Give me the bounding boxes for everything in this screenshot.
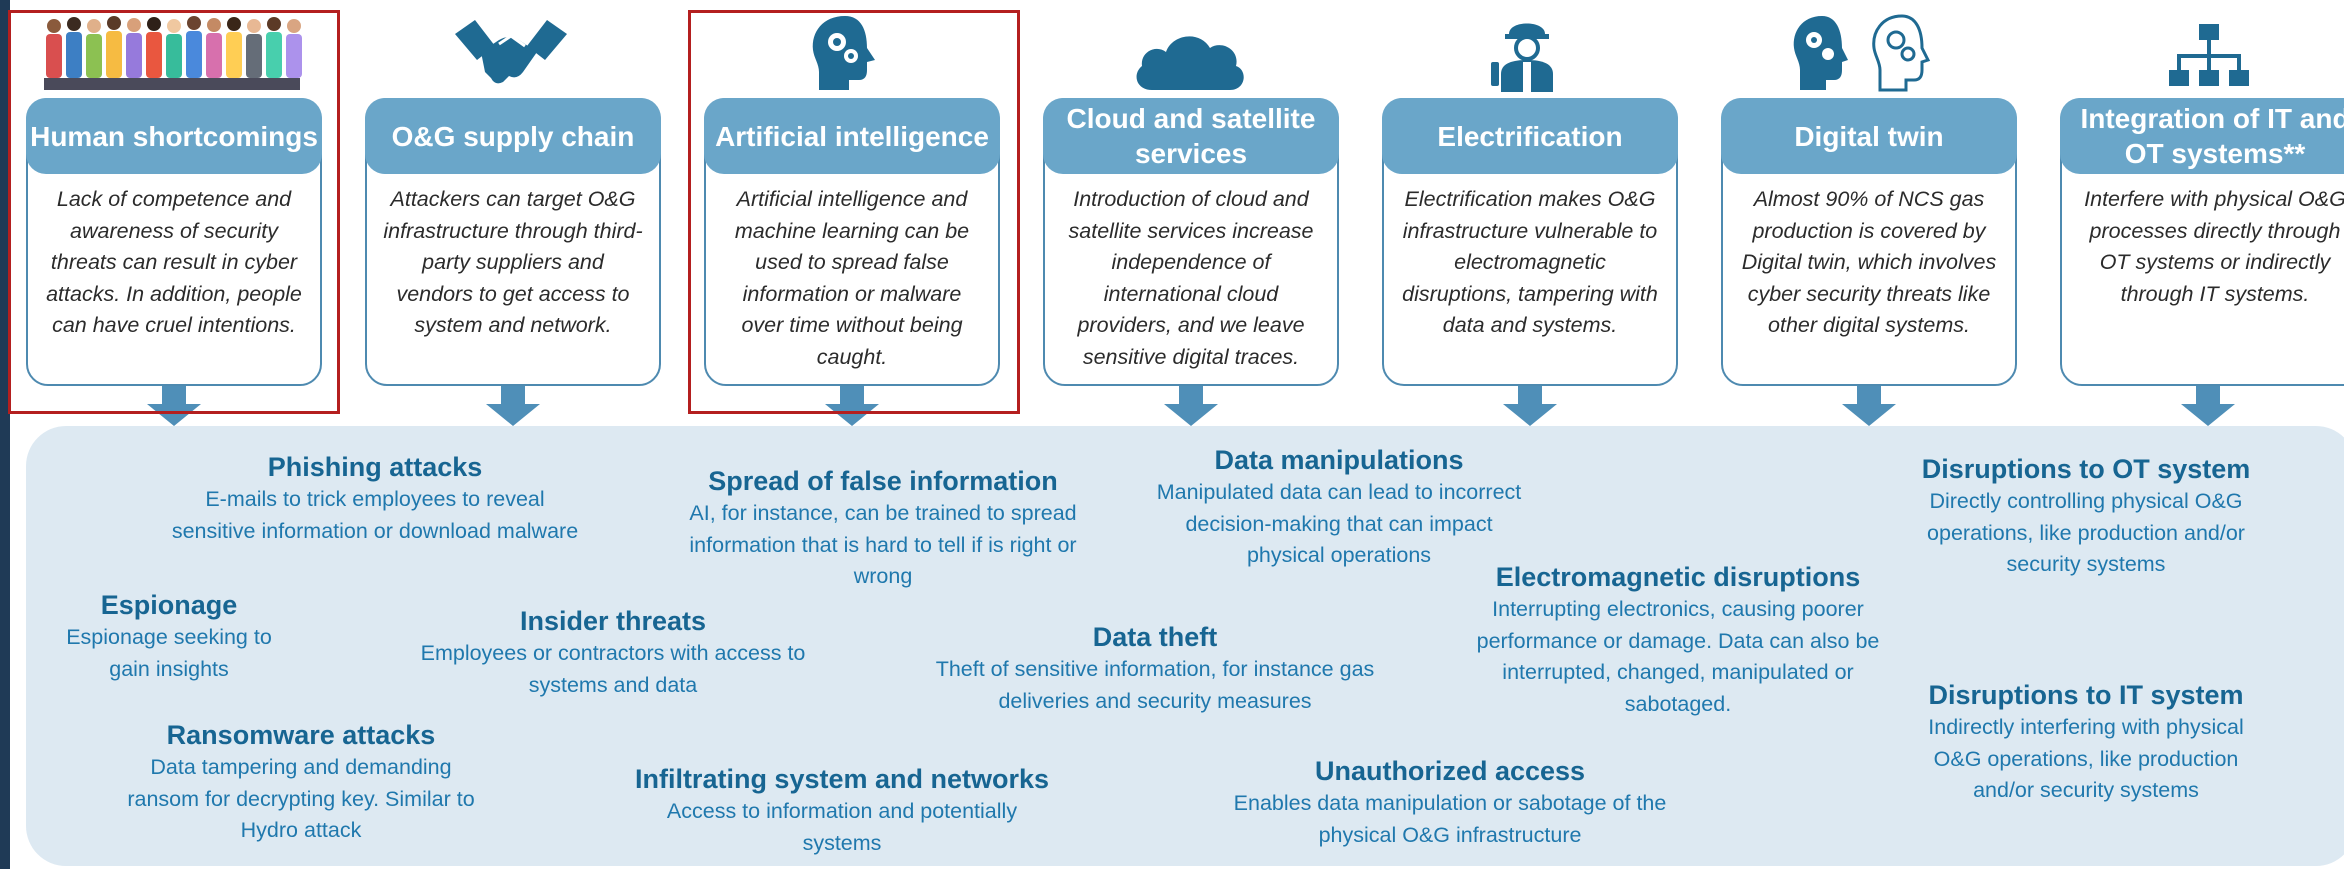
- card-title: O&G supply chain: [365, 98, 661, 174]
- card-title: Integration of IT and OT systems**: [2060, 98, 2344, 174]
- threat-data-manipulations: Data manipulations Manipulated data can …: [1124, 443, 1554, 572]
- threat-title: Data theft: [1092, 622, 1218, 652]
- threat-title: Disruptions to OT system: [1921, 454, 2251, 484]
- down-arrow-icon: [1842, 386, 1896, 426]
- twin-heads-icon: [1786, 12, 1946, 94]
- threat-it-disruptions: Disruptions to IT system Indirectly inte…: [1896, 678, 2276, 807]
- threat-description: Access to information and potentially sy…: [666, 799, 1018, 855]
- card-title: Human shortcomings: [26, 98, 322, 174]
- card-it-ot-integration: Integration of IT and OT systems** Inter…: [2060, 98, 2344, 386]
- card-title: Electrification: [1382, 98, 1678, 174]
- threat-title: Data manipulations: [1214, 445, 1464, 475]
- card-description: Attackers can target O&G infrastructure …: [383, 187, 643, 337]
- threat-description: Enables data manipulation or sabotage of…: [1233, 791, 1667, 847]
- handshake-icon: [446, 12, 576, 94]
- down-arrow-icon: [825, 386, 879, 426]
- threat-description: Indirectly interfering with physical O&G…: [1928, 715, 2244, 802]
- brain-gears-icon: [790, 12, 900, 94]
- threat-description: Directly controlling physical O&G operat…: [1927, 489, 2245, 576]
- electrician-icon: [1482, 12, 1572, 94]
- threat-title: Insider threats: [519, 606, 707, 636]
- threat-data-theft: Data theft Theft of sensitive informatio…: [920, 620, 1390, 717]
- card-electrification: Electrification Electrification makes O&…: [1382, 98, 1678, 386]
- card-description: Almost 90% of NCS gas production is cove…: [1741, 187, 1997, 337]
- cloud-icon: [1130, 12, 1250, 94]
- threats-panel: [26, 426, 2344, 866]
- down-arrow-icon: [1503, 386, 1557, 426]
- down-arrow-icon: [2181, 386, 2235, 426]
- threat-title: Phishing attacks: [267, 452, 483, 482]
- threat-insider: Insider threats Employees or contractors…: [390, 604, 836, 701]
- threat-title: Electromagnetic disruptions: [1495, 562, 1861, 592]
- threat-title: Unauthorized access: [1314, 756, 1586, 786]
- people-crowd-icon: [36, 12, 306, 94]
- card-description: Artificial intelligence and machine lear…: [734, 187, 970, 369]
- card-supply-chain: O&G supply chain Attackers can target O&…: [365, 98, 661, 386]
- threat-description: Manipulated data can lead to incorrect d…: [1156, 480, 1522, 567]
- card-artificial-intelligence: Artificial intelligence Artificial intel…: [704, 98, 1000, 386]
- threat-espionage: Espionage Espionage seeking to gain insi…: [48, 588, 290, 685]
- card-description: Electrification makes O&G infrastructure…: [1402, 187, 1658, 337]
- card-cloud-satellite: Cloud and satellite services Introductio…: [1043, 98, 1339, 386]
- card-description: Introduction of cloud and satellite serv…: [1068, 187, 1314, 369]
- threat-description: Data tampering and demanding ransom for …: [127, 755, 475, 842]
- card-human-shortcomings: Human shortcomings Lack of competence an…: [26, 98, 322, 386]
- threat-title: Spread of false information: [708, 466, 1058, 496]
- org-chart-icon: [2164, 12, 2254, 94]
- left-edge-bar: [0, 0, 10, 869]
- card-description: Interfere with physical O&G processes di…: [2084, 187, 2344, 306]
- threat-ransomware: Ransomware attacks Data tampering and de…: [112, 718, 490, 847]
- threat-title: Infiltrating system and networks: [634, 764, 1050, 794]
- card-title: Digital twin: [1721, 98, 2017, 174]
- threat-title: Ransomware attacks: [166, 720, 436, 750]
- threat-description: Employees or contractors with access to …: [420, 641, 806, 697]
- card-title: Cloud and satellite services: [1043, 98, 1339, 174]
- threat-description: Interrupting electronics, causing poorer…: [1476, 597, 1880, 716]
- threat-false-information: Spread of false information AI, for inst…: [680, 464, 1086, 593]
- card-title: Artificial intelligence: [704, 98, 1000, 174]
- card-description: Lack of competence and awareness of secu…: [46, 187, 302, 337]
- down-arrow-icon: [147, 386, 201, 426]
- down-arrow-icon: [486, 386, 540, 426]
- threat-ot-disruptions: Disruptions to OT system Directly contro…: [1896, 452, 2276, 581]
- threat-title: Espionage: [100, 590, 238, 620]
- threat-description: AI, for instance, can be trained to spre…: [689, 501, 1077, 588]
- threat-unauthorized-access: Unauthorized access Enables data manipul…: [1210, 754, 1690, 851]
- down-arrow-icon: [1164, 386, 1218, 426]
- card-digital-twin: Digital twin Almost 90% of NCS gas produ…: [1721, 98, 2017, 386]
- threat-description: E-mails to trick employees to reveal sen…: [171, 487, 579, 543]
- threat-title: Disruptions to IT system: [1928, 680, 2244, 710]
- highlight-box: [688, 10, 1020, 414]
- threat-electromagnetic: Electromagnetic disruptions Interrupting…: [1468, 560, 1888, 720]
- highlight-box: [8, 10, 340, 414]
- threat-description: Espionage seeking to gain insights: [66, 625, 272, 681]
- threat-phishing: Phishing attacks E-mails to trick employ…: [160, 450, 590, 547]
- threat-description: Theft of sensitive information, for inst…: [935, 657, 1375, 713]
- threat-infiltrating: Infiltrating system and networks Access …: [620, 762, 1064, 859]
